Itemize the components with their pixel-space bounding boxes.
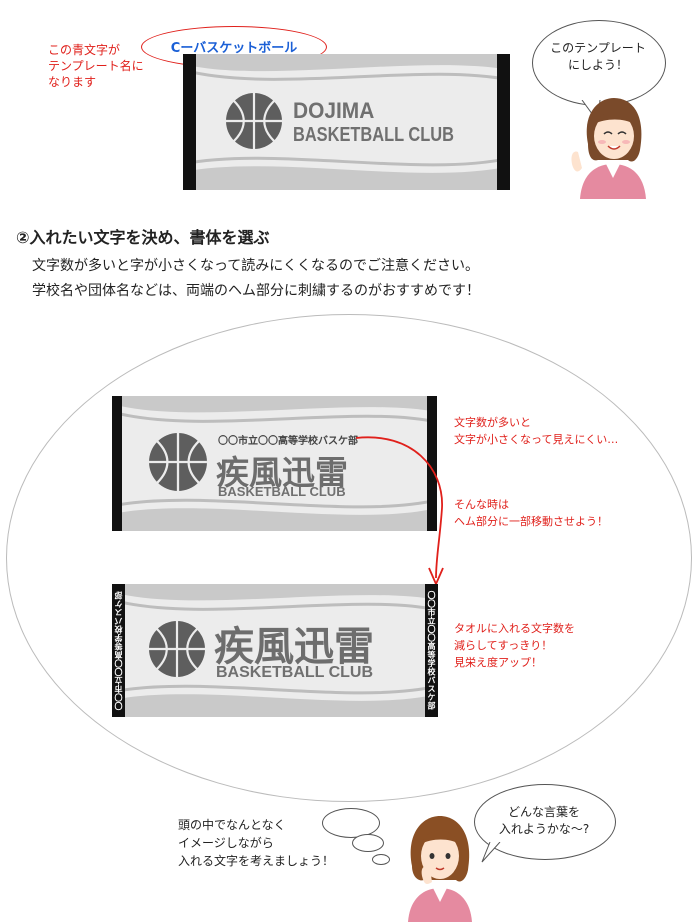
thought-line: イメージしながら — [178, 836, 274, 850]
example-area-oval — [6, 314, 692, 802]
basketball-icon — [149, 433, 207, 491]
thought-bubble-small — [372, 854, 390, 865]
note-line: この青文字が — [48, 43, 121, 57]
thought-bubble-medium — [352, 834, 384, 852]
speech-line: どんな言葉を — [507, 805, 580, 819]
towel-line-1: DOJIMA — [293, 98, 375, 123]
towel-example-crowded: 〇〇市立〇〇高等学校バスケ部 疾風迅雷 BASKETBALL CLUB — [112, 396, 437, 531]
towel-wave-decoration — [112, 584, 438, 717]
speech-text-bottom: どんな言葉を 入れようかな～? — [484, 804, 604, 838]
note-result: タオルに入れる文字数を 減らしてすっきり！ 見栄え度アップ！ — [454, 620, 575, 671]
speech-bubble-bottom — [474, 784, 616, 860]
note-line: ヘム部分に一部移動させよう！ — [454, 515, 608, 528]
basketball-icon — [149, 621, 205, 677]
thought-text: 頭の中でなんとなく イメージしながら 入れる文字を考えましょう！ — [178, 816, 334, 870]
hem-right: 〇〇市立〇〇高等学校バスケ部 — [425, 584, 438, 717]
towel-wave-decoration — [112, 396, 437, 531]
thought-line: 入れる文字を考えましょう！ — [178, 854, 335, 868]
note-line: そんな時は — [454, 498, 509, 511]
basketball-icon — [226, 93, 282, 149]
school-name: 〇〇市立〇〇高等学校バスケ部 — [218, 436, 358, 447]
towel-example-hem: 〇〇市立〇〇高等学校バスケ部 〇〇市立〇〇高等学校バスケ部 疾風迅雷 BASKE… — [112, 584, 438, 717]
note-line: タオルに入れる文字数を — [454, 622, 575, 635]
hem-right-text: 〇〇市立〇〇高等学校バスケ部 — [427, 591, 436, 710]
note-hem: そんな時は ヘム部分に一部移動させよう！ — [454, 496, 608, 530]
towel-wave-decoration — [183, 54, 510, 190]
hem-right — [427, 396, 437, 531]
hem-left-text: 〇〇市立〇〇高等学校バスケ部 — [114, 591, 123, 710]
speech-text-top: このテンプレート にしよう！ — [542, 40, 654, 74]
girl-illustration-bottom — [408, 816, 472, 922]
club-label: BASKETBALL CLUB — [216, 664, 374, 681]
note-line: 見栄え度アップ！ — [454, 656, 542, 669]
towel-line-2: BASKETBALL CLUB — [293, 124, 454, 146]
template-name-note: この青文字が テンプレート名に なります — [48, 42, 144, 90]
hem-left — [112, 396, 122, 531]
team-name: 疾風迅雷 — [214, 623, 374, 670]
thought-bubble-large — [322, 808, 380, 838]
note-line: 文字数が多いと — [454, 416, 531, 429]
club-label: BASKETBALL CLUB — [218, 484, 346, 499]
speech-line: にしよう！ — [567, 58, 628, 72]
step-description: 文字数が多いと字が小さくなって読みにくくなるのでご注意ください。 学校名や団体名… — [32, 254, 480, 304]
note-crowded: 文字数が多いと 文字が小さくなって見えにくい… — [454, 414, 618, 448]
speech-bubble-tail — [481, 842, 501, 863]
template-name-label: Cーバスケットボール — [170, 41, 298, 56]
towel-preview-top: DOJIMA BASKETBALL CLUB — [183, 54, 510, 190]
move-arrow — [355, 436, 444, 587]
step-heading: ②入れたい文字を決め、書体を選ぶ — [16, 228, 270, 247]
note-line: テンプレート名に — [48, 59, 144, 73]
team-name: 疾風迅雷 — [216, 453, 348, 492]
step-line: 文字数が多いと字が小さくなって読みにくくなるのでご注意ください。 — [32, 258, 480, 274]
speech-line: 入れようかな～? — [498, 822, 590, 836]
speech-line: このテンプレート — [550, 41, 646, 55]
hem-left: 〇〇市立〇〇高等学校バスケ部 — [112, 584, 125, 717]
hem-left — [183, 54, 196, 190]
speech-bubble-top — [532, 20, 666, 106]
note-line: 減らしてすっきり！ — [454, 639, 553, 652]
note-line: 文字が小さくなって見えにくい… — [454, 433, 619, 446]
thought-line: 頭の中でなんとなく — [178, 818, 286, 832]
hem-right — [497, 54, 510, 190]
girl-illustration-top — [571, 98, 646, 199]
note-line: なります — [48, 75, 97, 89]
step-line: 学校名や団体名などは、両端のヘム部分に刺繍するのがおすすめです！ — [32, 283, 480, 299]
